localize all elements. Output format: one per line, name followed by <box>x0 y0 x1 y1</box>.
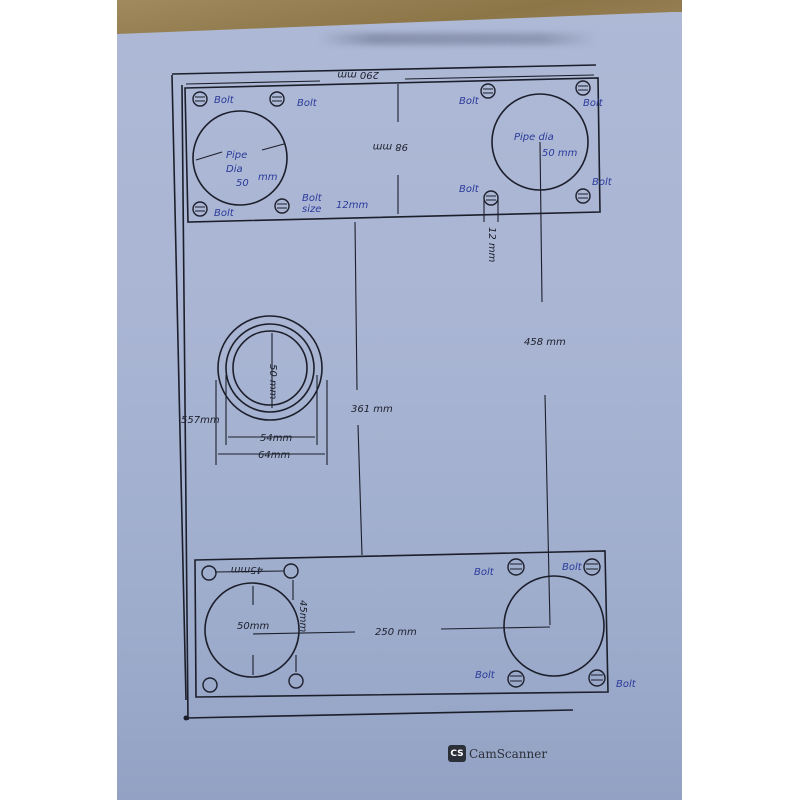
bolt-hole <box>192 91 208 107</box>
pipe-dia-arrow-right <box>261 143 285 151</box>
top-right-pipe-circle <box>491 93 589 191</box>
left-pipe-label-4: mm <box>258 172 278 183</box>
bottom-right-pipe-circle <box>503 575 605 677</box>
left-pipe-label-1: Pipe <box>226 150 247 161</box>
bolt-label: Bolt <box>459 184 480 195</box>
bolt-hole <box>269 91 285 107</box>
ring-inner-circle <box>232 330 308 406</box>
top-plate-bolts <box>192 80 591 217</box>
bottom-left-pipe-circle <box>204 582 300 678</box>
left-dimension-line <box>181 84 189 721</box>
bolt-hole <box>588 669 606 687</box>
ring-inner-label: 50 mm <box>267 364 278 400</box>
left-outer-line <box>171 74 187 701</box>
bolt-label: Bolt <box>616 679 637 690</box>
bolt-size-label-1: Bolt <box>302 193 323 204</box>
bottom-baseline <box>185 709 574 719</box>
centre-distance-label: 458 mm <box>524 337 566 348</box>
camscanner-logo-icon: CS <box>448 745 466 762</box>
bottom-plate-outline <box>194 550 609 698</box>
centre-distance-line-bottom <box>544 394 551 626</box>
bolt-hole <box>192 201 208 217</box>
bolt-hole <box>483 190 499 206</box>
top-width-label: 290 mm <box>337 69 379 80</box>
bolt-size-label-3: 12mm <box>336 200 368 211</box>
bottom-plate-bolts <box>201 558 606 693</box>
ring-outer-circle <box>217 315 323 421</box>
ring-mid-label: 54mm <box>260 433 292 444</box>
bolt-label: Bolt <box>562 562 583 573</box>
bolt-hole <box>507 670 525 688</box>
bolt-hole <box>283 563 299 579</box>
bolt-hole <box>575 80 591 96</box>
gap-dim-top <box>354 221 358 391</box>
bolt-hole <box>202 677 218 693</box>
pipe-dia-arrow-left <box>195 151 223 161</box>
ring-mid-circle <box>225 323 315 413</box>
bolt-label: Bolt <box>297 98 318 109</box>
erased-smudge <box>317 33 597 45</box>
camscanner-name: CamScanner <box>469 746 548 761</box>
left-pipe-label-3: 50 <box>236 178 249 189</box>
bolt-size-label-2: size <box>302 204 321 215</box>
bolt-label: Bolt <box>214 95 235 106</box>
total-height-label: 557mm <box>181 415 220 426</box>
right-pipe-label-2: 50 mm <box>542 148 578 159</box>
width-dim-left <box>185 80 321 85</box>
bolt-spacing-h-label: 45mm <box>231 564 263 575</box>
bolt-hole <box>575 188 591 204</box>
centre-dim-right <box>440 626 551 630</box>
bolt-dim-label: 12 mm <box>486 227 497 263</box>
bolt-hole <box>288 673 304 689</box>
bolt-label: Bolt <box>583 98 604 109</box>
centre-distance-line-top <box>539 141 543 303</box>
bolt-label: Bolt <box>475 670 496 681</box>
bolt-hole <box>583 558 601 576</box>
top-height-label: 98 mm <box>372 141 408 152</box>
gap-dim-bottom <box>357 424 363 556</box>
bolt-label: Bolt <box>214 208 235 219</box>
technical-drawing: 290 mm 98 mm Pipe Dia 50 mm Pipe dia 50 … <box>171 64 637 721</box>
bolt-hole <box>274 198 290 214</box>
camscanner-watermark: CS CamScanner <box>448 745 547 762</box>
ring-outer-label: 64mm <box>258 450 290 461</box>
bolt-spacing-h-dim <box>214 570 285 573</box>
right-pipe-label-1: Pipe dia <box>514 132 554 143</box>
baseline-dot <box>183 715 189 721</box>
bolt-hole <box>480 83 496 99</box>
bolt-spacing-v-label: 45mm <box>297 600 308 632</box>
bolt-hole <box>201 565 217 581</box>
bottom-pipe-label: 50mm <box>237 621 269 632</box>
scanned-photo: 290 mm 98 mm Pipe Dia 50 mm Pipe dia 50 … <box>117 0 682 800</box>
top-outer-line <box>171 64 597 75</box>
centre-dim-left <box>252 631 356 635</box>
bolt-label: Bolt <box>474 567 495 578</box>
bolt-hole <box>507 558 525 576</box>
left-pipe-label-2: Dia <box>226 164 243 175</box>
bolt-label: Bolt <box>592 177 613 188</box>
width-dim-right <box>404 74 595 80</box>
top-left-pipe-circle <box>192 110 288 206</box>
bottom-centre-distance-label: 250 mm <box>375 627 417 638</box>
gap-label: 361 mm <box>351 404 393 415</box>
top-plate-outline <box>184 77 601 223</box>
bolt-label: Bolt <box>459 96 480 107</box>
